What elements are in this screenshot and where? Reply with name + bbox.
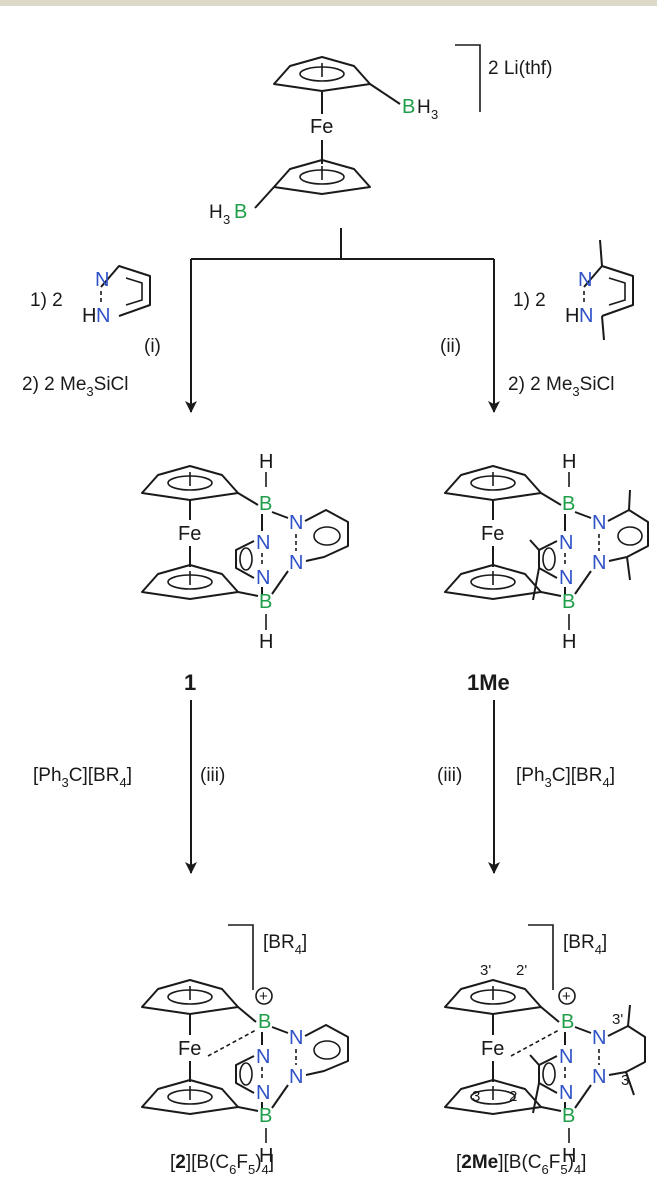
dmpz-n2: N: [579, 305, 593, 327]
iron-1: Fe: [178, 523, 201, 545]
n-d-me: N: [592, 552, 606, 574]
product-label-right: [2Me][B(C6F5)4]: [456, 1152, 586, 1177]
boron-top-me: B: [562, 493, 575, 515]
branch-arrows: [185, 228, 500, 874]
n-b: N: [256, 567, 270, 589]
pos-2-prime-cp: 2': [516, 962, 527, 979]
label-compound-1: 1: [184, 670, 196, 695]
product-2me: [BR4] 3' 2' B + Fe 3 2 B H N N N N 3' 3: [444, 924, 646, 1177]
borane-sub-bottom: 3: [223, 212, 230, 227]
boron-bottom-2: B: [259, 1105, 272, 1127]
borane-sub: 3: [431, 107, 438, 122]
right-trityl-label: [Ph3C][BR4]: [516, 765, 615, 790]
pos-3-prime-cp: 3': [480, 962, 491, 979]
n-b-2me: N: [559, 1082, 573, 1104]
iron-1me: Fe: [481, 523, 504, 545]
h-bottom-me: H: [562, 631, 576, 653]
borane-h-bottom: H: [209, 202, 223, 223]
condition-iii-left: (iii): [200, 765, 225, 786]
h-bottom: H: [259, 631, 273, 653]
right-reagents: 1) 2 N H N (ii) 2) 2 Me3SiCl: [440, 239, 634, 399]
dmpz-n1: N: [578, 269, 592, 291]
pos-3-cp: 3: [472, 1088, 480, 1105]
boron-cation-me: B: [561, 1011, 574, 1033]
n-a: N: [256, 532, 270, 554]
iron-2me: Fe: [481, 1038, 504, 1060]
n-a-me: N: [559, 532, 573, 554]
n-b-me: N: [559, 567, 573, 589]
n-d-2: N: [289, 1066, 303, 1088]
iron-atom: Fe: [310, 116, 333, 138]
borane-h: H: [417, 97, 431, 118]
compound-1: B H Fe B H N N N N 1: [141, 451, 349, 695]
n-d-2me: N: [592, 1066, 606, 1088]
product-label-left: [2][B(C6F5)4]: [170, 1152, 274, 1177]
n-d: N: [289, 552, 303, 574]
top-rule: [0, 0, 657, 6]
starting-material: B H 3 2 Li(thf) Fe H 3 B: [209, 44, 552, 227]
boron-bottom: B: [259, 591, 272, 613]
boron-bottom-2me: B: [562, 1105, 575, 1127]
h-top: H: [259, 451, 273, 473]
charge-left: +: [259, 988, 268, 1005]
h-top-me: H: [562, 451, 576, 473]
boron-top: B: [259, 493, 272, 515]
pos-2-cp: 2: [509, 1088, 517, 1105]
boron-cation: B: [258, 1011, 271, 1033]
pyrazole-nh-h: H: [82, 305, 96, 327]
anion-label-left: [BR4]: [263, 932, 307, 957]
charge-right: +: [562, 988, 571, 1005]
boron-bottom-me: B: [562, 591, 575, 613]
pos-3-pz: 3: [621, 1072, 629, 1089]
left-reagents: 1) 2 N H N (i) 2) 2 Me3SiCl: [22, 265, 161, 399]
pyrazole-n1: N: [95, 269, 109, 291]
label-compound-1me: 1Me: [467, 670, 510, 695]
n-a-2me: N: [559, 1046, 573, 1068]
pyrazole-n2: N: [96, 305, 110, 327]
condition-iii-right: (iii): [437, 765, 462, 786]
pos-3-prime-pz: 3': [612, 1011, 623, 1028]
n-c-2me: N: [592, 1027, 606, 1049]
n-c: N: [289, 512, 303, 534]
h-bottom-2: H: [259, 1145, 273, 1167]
n-c-me: N: [592, 512, 606, 534]
left-step1-label: 1) 2: [30, 290, 63, 311]
n-a-2: N: [256, 1046, 270, 1068]
dmpz-nh-h: H: [565, 305, 579, 327]
condition-ii: (ii): [440, 336, 461, 357]
n-b-2: N: [256, 1082, 270, 1104]
right-step2-label: 2) 2 Me3SiCl: [508, 374, 615, 399]
iron-2: Fe: [178, 1038, 201, 1060]
counter-ion-label: 2 Li(thf): [488, 58, 552, 79]
boron-atom-bottom: B: [234, 201, 247, 223]
boron-atom: B: [402, 96, 415, 118]
left-step2-label: 2) 2 Me3SiCl: [22, 374, 129, 399]
product-2: [BR4] B + Fe B H N N N N [2][B(C6F5)4]: [141, 924, 349, 1177]
condition-i: (i): [144, 336, 161, 357]
right-step1-label: 1) 2: [513, 290, 546, 311]
step-iii-labels: [Ph3C][BR4] (iii) (iii) [Ph3C][BR4]: [33, 765, 615, 790]
anion-label-right: [BR4]: [563, 932, 607, 957]
n-c-2: N: [289, 1027, 303, 1049]
left-trityl-label: [Ph3C][BR4]: [33, 765, 132, 790]
h-bottom-2me: H: [562, 1145, 576, 1167]
compound-1me: B H Fe B H N N N N 1Me: [444, 451, 649, 695]
